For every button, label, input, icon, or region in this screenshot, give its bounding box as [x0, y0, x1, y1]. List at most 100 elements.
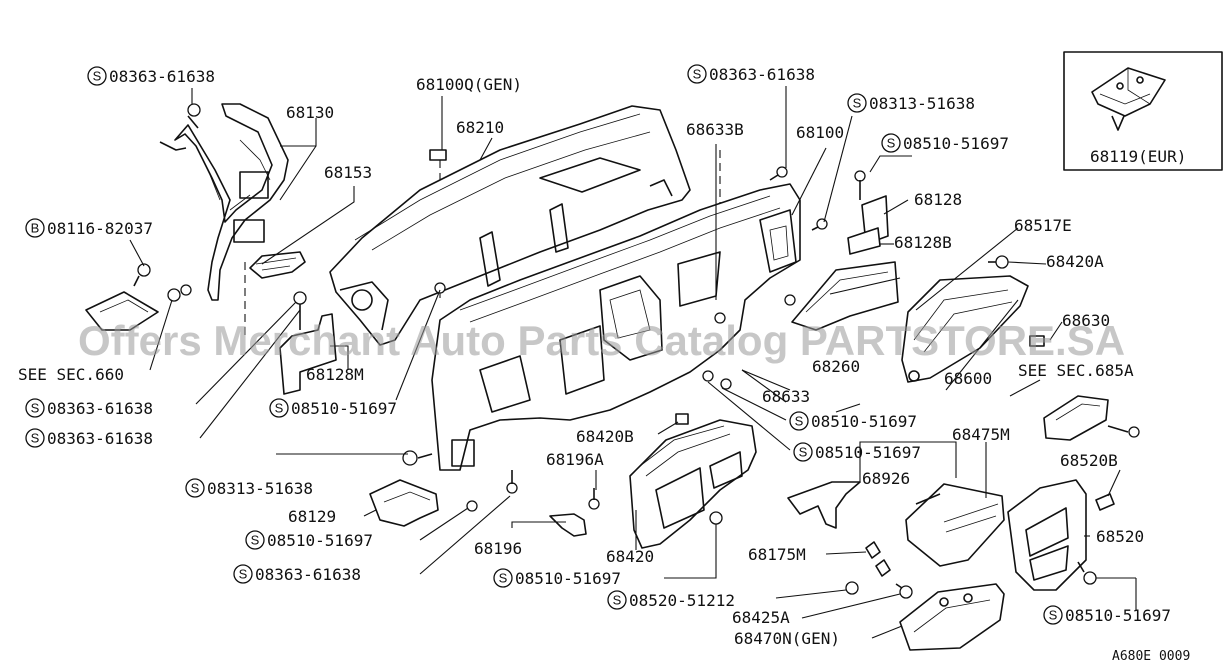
callout-prefix: S [887, 136, 896, 151]
callout-prefix-circle [25, 398, 45, 418]
callout-c29: 68420B [576, 427, 634, 446]
callout-c26: 68633 [762, 387, 810, 406]
callout-part-number: 68420B [576, 427, 634, 446]
callout-prefix: S [31, 431, 40, 446]
callout-part-number: 68520 [1096, 527, 1144, 546]
callout-part-number: 08510-51697 [903, 134, 1009, 153]
callout-prefix: S [1049, 608, 1058, 623]
screws-dash [402, 166, 828, 466]
callout-c37: 68196 [474, 539, 522, 558]
callout-c31: 68475M [952, 425, 1010, 444]
callout-prefix: S [693, 67, 702, 82]
callout-part-number: 08520-51212 [629, 591, 735, 610]
callout-c18: 68128B [894, 233, 952, 252]
callout-part-number: 08510-51697 [267, 531, 373, 550]
callout-part-number: 08363-61638 [109, 67, 215, 86]
callout-prefix-circle [493, 568, 513, 588]
callout-c39: S 08363-61638 [233, 564, 361, 584]
callout-c25: 68119(EUR) [1090, 147, 1186, 166]
tray-68470n [899, 583, 1005, 651]
callout-c14: 68100 [796, 123, 844, 142]
callout-prefix: S [799, 445, 808, 460]
callout-part-number: 68100Q(GEN) [416, 75, 522, 94]
callout-c8: 68100Q(GEN) [416, 75, 522, 94]
callout-c36: S 08510-51697 [245, 530, 373, 550]
callout-part-number: 68520B [1060, 451, 1118, 470]
callout-part-number: 68630 [1062, 311, 1110, 330]
callout-prefix-circle [687, 64, 707, 84]
clip-68100q [429, 149, 447, 161]
callout-part-number: 08313-51638 [869, 94, 975, 113]
screw-68420a [988, 255, 1009, 269]
callout-part-number: 68517E [1014, 216, 1072, 235]
callout-part-number: 68600 [944, 369, 992, 388]
callout-part-number: 68210 [456, 118, 504, 137]
bracket-68926 [787, 481, 861, 529]
callout-c33: 68520B [1060, 451, 1118, 470]
callout-prefix: S [251, 533, 260, 548]
callout-part-number: 68128B [894, 233, 952, 252]
callout-part-number: 08363-61638 [255, 565, 361, 584]
callout-c2: 68130 [286, 103, 334, 122]
callout-part-number: 08363-61638 [47, 399, 153, 418]
callout-prefix-circle [87, 66, 107, 86]
callout-part-number: 68926 [862, 469, 910, 488]
left-bracket-68130 [159, 103, 289, 301]
callout-part-number: 68196A [546, 450, 604, 469]
panel-68260 [784, 261, 899, 331]
callout-prefix: S [613, 593, 622, 608]
callout-prefix-circle [245, 530, 265, 550]
callout-part-number: 68633 [762, 387, 810, 406]
callout-prefix: S [191, 481, 200, 496]
callout-part-number: 08510-51697 [815, 443, 921, 462]
callout-c9: 68210 [456, 118, 504, 137]
callout-c16: S 08510-51697 [881, 133, 1009, 153]
inset-box-68119 [1063, 51, 1223, 171]
bracket-68153 [249, 251, 306, 279]
callout-part-number: 68153 [324, 163, 372, 182]
callout-prefix: S [31, 401, 40, 416]
callout-part-number: 08510-51697 [811, 412, 917, 431]
callout-c41: 68175M [748, 545, 806, 564]
callout-part-number: 68128M [306, 365, 364, 384]
callout-prefix-circle [25, 218, 45, 238]
callout-prefix-circle [607, 590, 627, 610]
glove-box-68600 [901, 275, 1045, 383]
callout-part-number: 68128 [914, 190, 962, 209]
callout-prefix: S [795, 414, 804, 429]
callout-c44: 68425A [732, 608, 790, 627]
callout-part-number: 68175M [748, 545, 806, 564]
callout-c3: 68153 [324, 163, 372, 182]
callout-prefix-circle [793, 442, 813, 462]
callout-prefix: S [239, 567, 248, 582]
watermark-text: Offers Merchant Auto Parts Catalog PARTS… [78, 317, 1125, 364]
callout-c6: S 08363-61638 [25, 398, 153, 418]
callout-c42: 68520 [1096, 527, 1144, 546]
callout-prefix: S [275, 401, 284, 416]
callout-prefix-circle [881, 133, 901, 153]
callout-c45: 68470N(GEN) [734, 629, 840, 648]
callout-prefix-circle [847, 93, 867, 113]
clips-68175m [845, 541, 913, 599]
callout-c5: SEE SEC.660 [18, 365, 124, 384]
callout-part-number: 68196 [474, 539, 522, 558]
callout-c23: 68600 [944, 369, 992, 388]
callout-part-number: 68260 [812, 357, 860, 376]
callout-c21: 68630 [1062, 311, 1110, 330]
callout-c38: 68420 [606, 547, 654, 566]
callout-prefix-circle [185, 478, 205, 498]
callout-prefix-circle [25, 428, 45, 448]
callout-prefix: B [31, 221, 40, 236]
callout-c20: 68420A [1046, 252, 1104, 271]
callout-part-number: 68119(EUR) [1090, 147, 1186, 166]
leader-lines [129, 86, 1137, 639]
callout-part-number: 68100 [796, 123, 844, 142]
bracket-68128 [847, 170, 889, 255]
